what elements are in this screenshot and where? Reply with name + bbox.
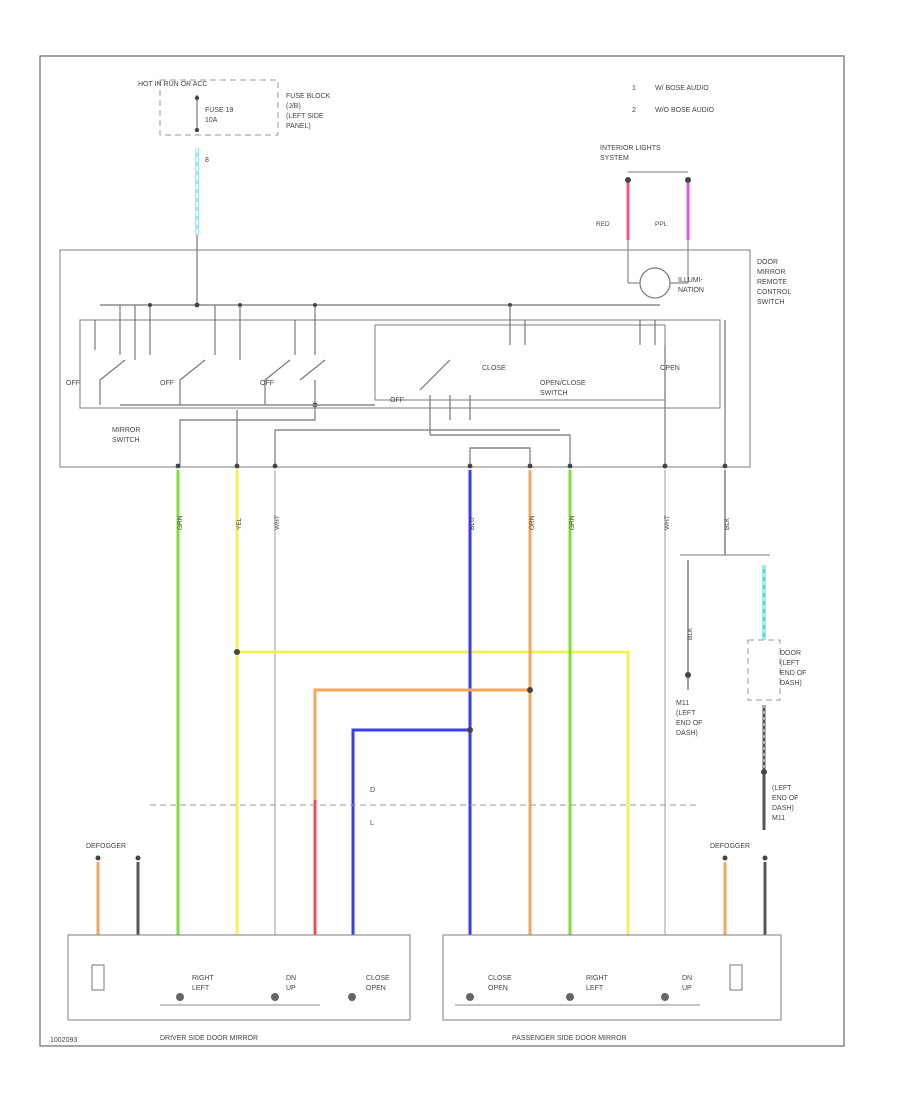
diagram-frame: [39, 55, 845, 1047]
wire-label-blu: BLU: [469, 517, 476, 530]
mirror-switch-off-3: OFF: [260, 380, 274, 387]
close-position-label: CLOSE: [482, 365, 506, 372]
wire-yel-cross: [237, 650, 630, 935]
illumination-label: ILLUMI-NATION: [678, 277, 704, 294]
wire-blu-cross: [351, 728, 470, 935]
ground-left-dot: [761, 769, 767, 775]
driver-defogger-term-2: [135, 855, 141, 861]
hot-at-label: HOT IN RUN OR ACC: [138, 81, 208, 88]
driver-mirror-title: DRIVER SIDE DOOR MIRROR: [160, 1035, 258, 1042]
red-wire-label: RED: [596, 221, 610, 228]
mirror-switch-node-3: [238, 303, 242, 307]
legend-text-2: W/O BOSE AUDIO: [655, 107, 715, 114]
fuse-dot-bottom: [194, 127, 200, 133]
legend-num-2: 2: [632, 107, 636, 114]
passenger-mirror-box: [442, 934, 782, 1021]
wire-label-orn: ORN: [529, 515, 536, 530]
mirror-switch-off-1: OFF: [66, 380, 80, 387]
junction-yel: [234, 649, 240, 655]
switch-output-pins: [175, 463, 728, 469]
open-position-label: OPEN: [660, 365, 680, 372]
fuse-block-box: [159, 79, 279, 136]
ground-m11-dot: [685, 672, 691, 678]
interior-term-red: [625, 177, 631, 183]
mirror-switch-node-1: [148, 303, 152, 307]
wire-label-wht: WHT: [274, 515, 281, 530]
legend-text-1: W/ BOSE AUDIO: [655, 85, 709, 92]
driver-mirror-box: [67, 934, 411, 1021]
driver-defogger-element: [91, 964, 105, 991]
junction-orn: [527, 687, 533, 693]
open-close-off: OFF: [390, 397, 404, 404]
wire-label-splice: BLK: [687, 627, 694, 640]
mirror-switch-node-2: [194, 302, 200, 308]
mirror-switch-contacts: [94, 305, 326, 405]
switch-inner-box: [79, 319, 721, 409]
mirror-switch-off-2: OFF: [160, 380, 174, 387]
fuse-pin-label: 8: [205, 157, 209, 164]
passenger-defogger-term-1: [722, 855, 728, 861]
wire-label-blk: BLK: [724, 517, 731, 530]
figure-id: 1002093: [50, 1037, 77, 1044]
connector-row-l: L: [370, 820, 374, 827]
wire-orn-cross: [313, 688, 530, 800]
passenger-defogger-term-2: [762, 855, 768, 861]
control-switch-box: [59, 249, 751, 468]
interior-term-ppl: [685, 177, 691, 183]
illumination-lamp: [639, 267, 671, 299]
connector-row-d: D: [370, 787, 375, 794]
mirror-switch-node-4: [313, 303, 317, 307]
open-close-box: [374, 324, 666, 401]
passenger-defogger-element: [729, 964, 743, 991]
wire-label-wht2: WHT: [664, 515, 671, 530]
driver-defogger-term-1: [95, 855, 101, 861]
open-close-contacts: [419, 305, 656, 435]
wire-color-labels: GRN YEL WHT BLU ORN GRN WHT BLK BLK: [177, 515, 731, 640]
ppl-wire-label: PPL: [655, 221, 668, 228]
fuse-dot-top: [194, 95, 200, 101]
wire-label-yel: YEL: [236, 517, 243, 530]
ground-door-box: [747, 639, 781, 701]
passenger-mirror-title: PASSENGER SIDE DOOR MIRROR: [512, 1035, 627, 1042]
switch-lower-routing: [120, 320, 726, 465]
legend-num-1: 1: [632, 85, 636, 92]
wire-label-grn2: GRN: [569, 515, 576, 530]
passenger-defogger-label: DEFOGGER: [710, 843, 750, 850]
junction-blu: [467, 727, 473, 733]
wire-label-grn: GRN: [177, 515, 184, 530]
driver-defogger-label: DEFOGGER: [86, 843, 126, 850]
driver-motor-symbols: [176, 993, 356, 1001]
passenger-motor-symbols: [466, 993, 669, 1001]
